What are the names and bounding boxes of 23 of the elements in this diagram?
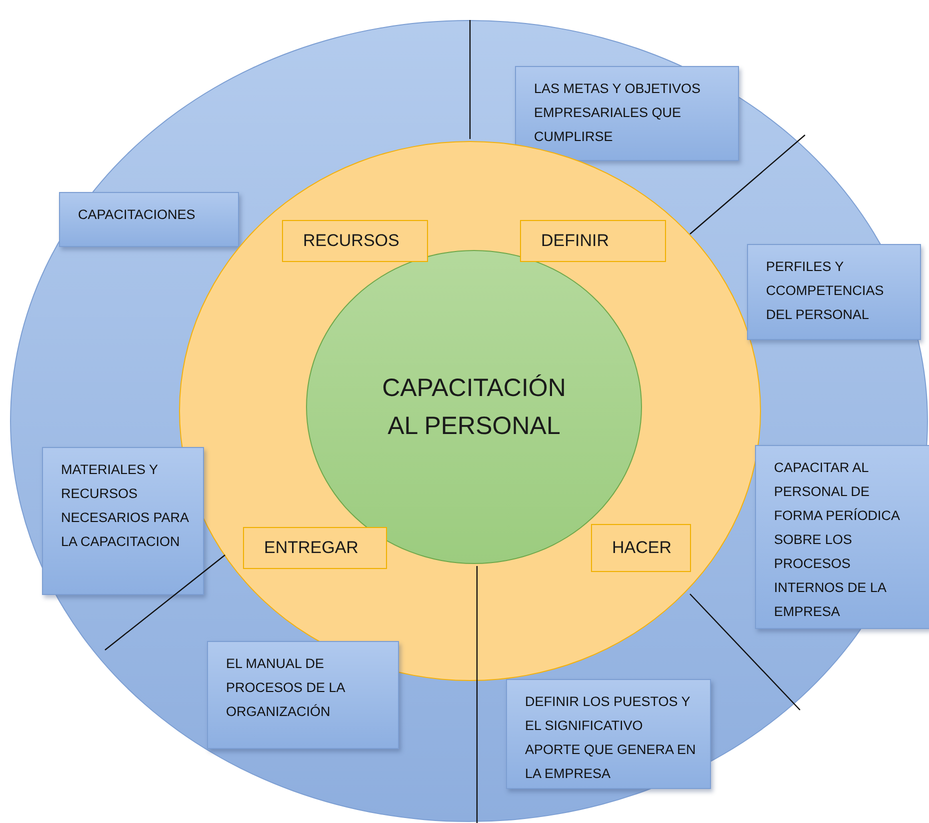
label-text: RECURSOS <box>303 231 400 251</box>
label-box <box>591 524 691 572</box>
note-text: LAS METAS Y OBJETIVOS EMPRESARIALES QUE CUMPLIRSE <box>534 80 702 146</box>
label-text: DEFINIR <box>541 231 609 251</box>
label-box <box>243 527 387 569</box>
label-text: HACER <box>612 538 672 558</box>
center-title: CAPACITACIÓN AL PERSONAL <box>381 373 567 442</box>
label-box <box>520 220 666 262</box>
note-box <box>42 447 204 595</box>
note-box <box>755 445 929 629</box>
note-text: DEFINIR LOS PUESTOS Y EL SIGNIFICATIVO APORTE QUE GENERA EN LA EMPRESA <box>525 693 696 783</box>
label-box <box>282 220 428 262</box>
note-box <box>59 192 239 247</box>
note-box <box>747 244 921 340</box>
note-text: PERFILES Y CCOMPETENCIAS DEL PERSONAL <box>766 258 885 324</box>
note-box <box>515 66 739 161</box>
note-text: CAPACITACIONES <box>78 206 196 224</box>
note-text: MATERIALES Y RECURSOS NECESARIOS PARA LA CAPACITACION <box>61 461 189 551</box>
note-text: CAPACITAR AL PERSONAL DE FORMA PERÍODICA SOBRE LOS PROCESOS INTERNOS DE LA EMPRESA <box>774 459 901 621</box>
note-box <box>506 679 711 789</box>
note-text: EL MANUAL DE PROCESOS DE LA ORGANIZACIÓN <box>226 655 346 721</box>
label-text: ENTREGAR <box>264 538 358 558</box>
note-box <box>207 641 399 749</box>
